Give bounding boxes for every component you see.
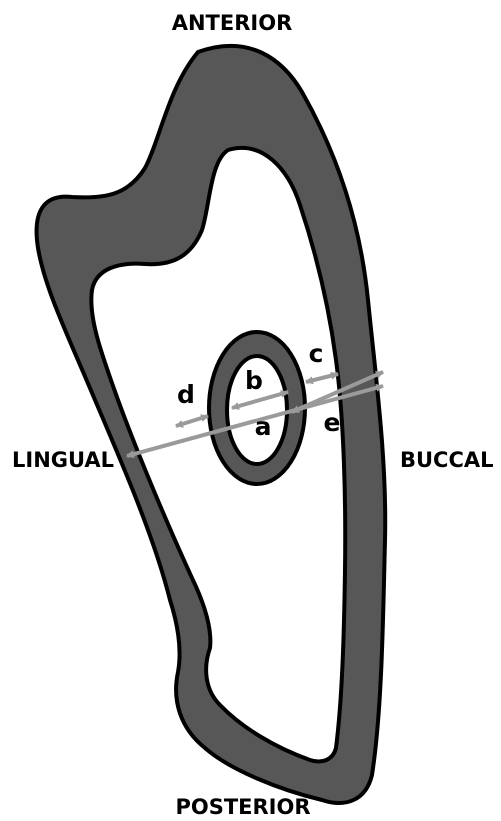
lingual-label: LINGUAL	[12, 448, 114, 472]
measurement-label-d: d	[177, 380, 195, 409]
measurement-label-c: c	[309, 339, 324, 368]
buccal-label: BUCCAL	[400, 448, 494, 472]
anterior-label: ANTERIOR	[172, 11, 293, 35]
measurement-label-b: b	[245, 366, 263, 395]
measurement-label-e: e	[324, 408, 341, 437]
measurement-label-a: a	[255, 412, 272, 441]
posterior-label: POSTERIOR	[175, 795, 310, 819]
